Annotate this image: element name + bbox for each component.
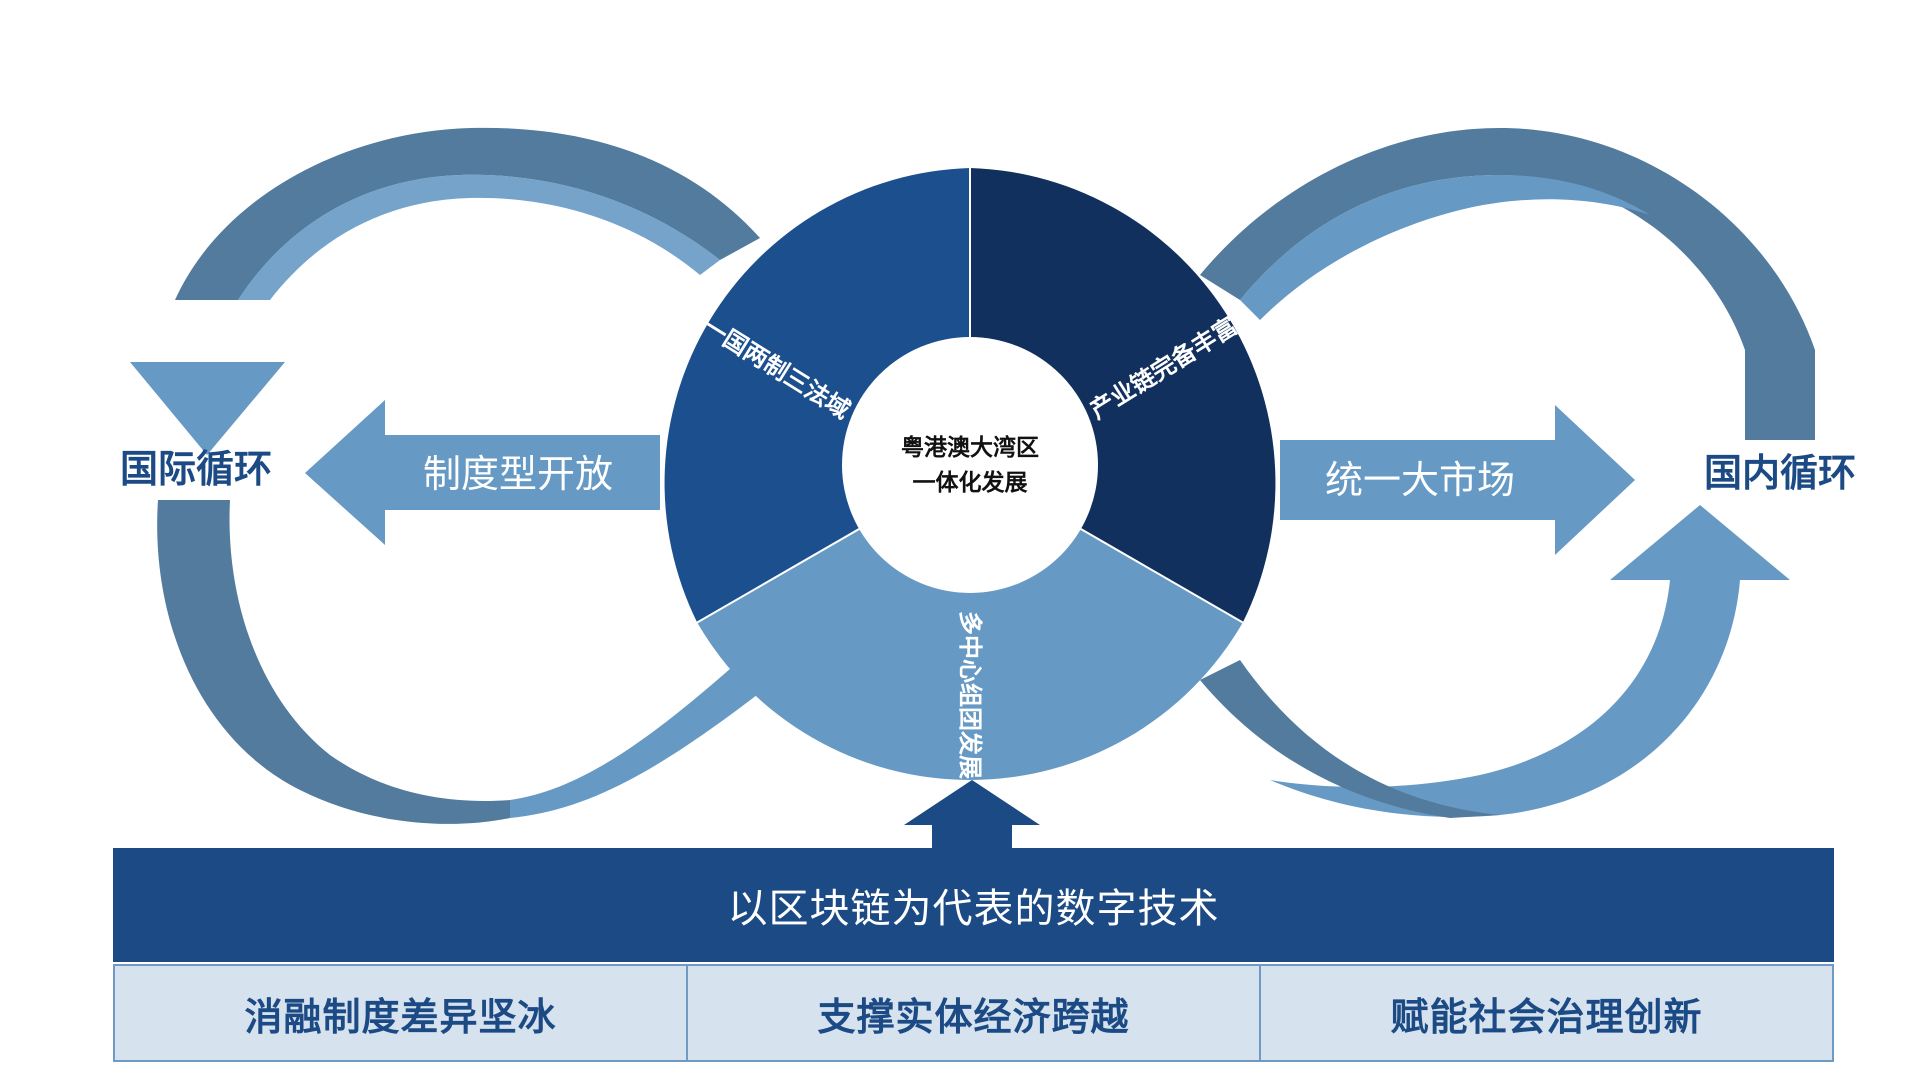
right-loop-bottom-arc-dark (1200, 660, 1500, 818)
right-loop-top-arc-light (1240, 175, 1650, 320)
ring-label-bottom: 多中心组团发展 (956, 611, 984, 779)
left-loop-bottom-arc-light (510, 660, 770, 818)
right-arrow-label: 统一大市场 (1325, 458, 1515, 502)
right-loop-label: 国内循环 (1704, 451, 1856, 495)
left-loop-arrowhead (130, 362, 285, 455)
base-item: 赋能社会治理创新 (1390, 994, 1703, 1039)
center-title-line1: 粤港澳大湾区 (901, 434, 1039, 461)
right-loop-top-arc (1200, 128, 1815, 440)
base-title-bar: 以区块链为代表的数字技术 (113, 848, 1834, 962)
left-loop-label: 国际循环 (120, 447, 272, 491)
right-loop-bottom-arc (1270, 580, 1740, 817)
up-arrow-shape (904, 780, 1040, 848)
left-loop-bottom-arc (157, 500, 510, 824)
right-loop-arrowhead (1610, 505, 1790, 580)
left-arrow-label: 制度型开放 (423, 452, 613, 496)
right-arrow-shape (1280, 405, 1635, 555)
base-item: 支撑实体经济跨越 (688, 966, 1261, 1060)
center-title-line2: 一体化发展 (913, 469, 1028, 496)
base-item: 消融制度差异坚冰 (115, 966, 688, 1060)
left-loop-top-arc (175, 127, 760, 300)
left-arrow-shape (305, 400, 660, 545)
left-loop-top-arc-light (238, 174, 720, 300)
base-items: 消融制度差异坚冰 支撑实体经济跨越 赋能社会治理创新 (113, 964, 1834, 1062)
center-ring (664, 168, 1276, 781)
ring-hub (842, 337, 1098, 593)
base-title: 以区块链为代表的数字技术 (727, 886, 1220, 932)
